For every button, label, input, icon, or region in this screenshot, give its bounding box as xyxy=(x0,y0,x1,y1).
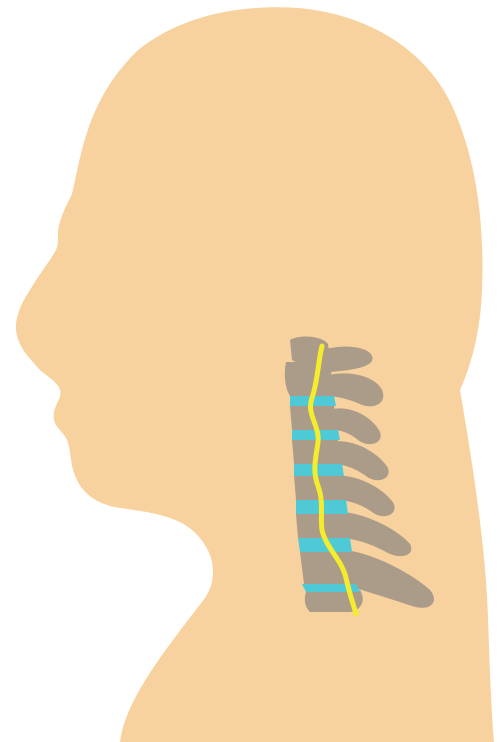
disc-c4-c5 xyxy=(294,464,344,476)
vertebra-c2 xyxy=(285,362,334,396)
vertebra-c1 xyxy=(290,337,330,365)
